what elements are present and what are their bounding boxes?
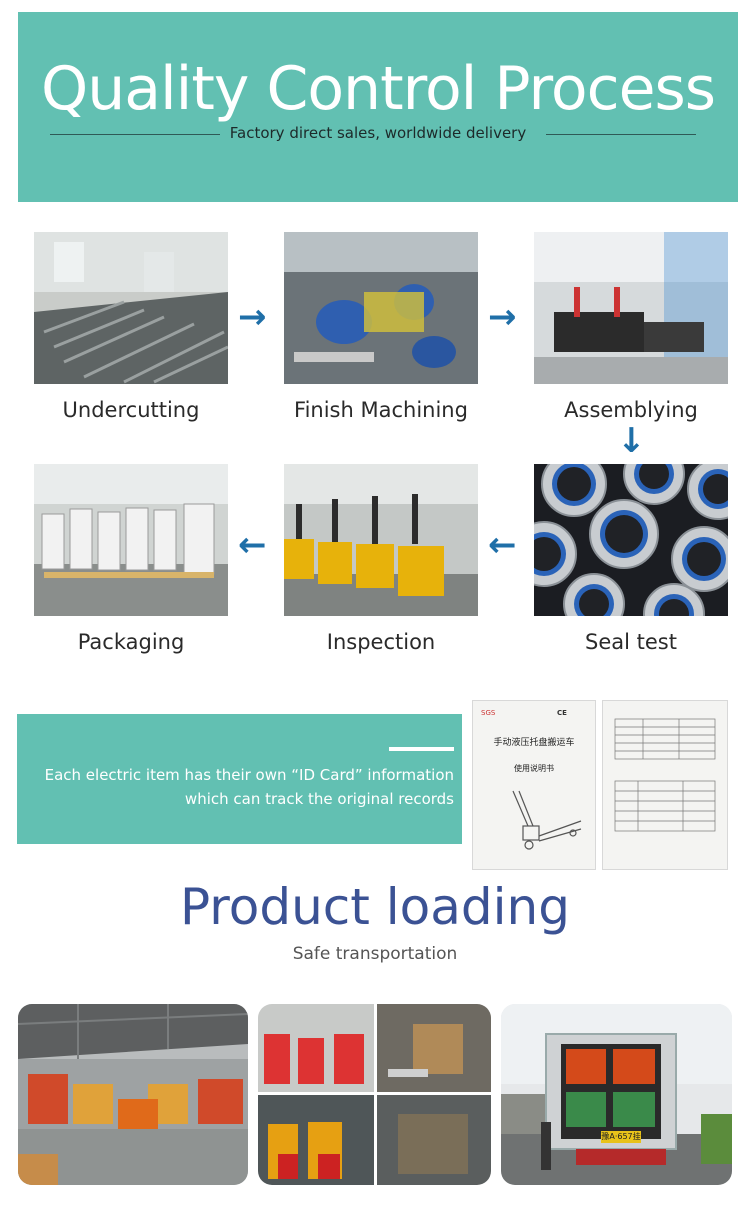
pallet-truck-drawing bbox=[512, 790, 582, 850]
truck-plate: 豫A·657挂 bbox=[601, 1132, 641, 1141]
arrow-down-icon: ↓ bbox=[617, 421, 646, 461]
step-label-assemblying: Assemblying bbox=[564, 398, 698, 422]
manual-cover-document: SGS CE 手动液压托盘搬运车 使用说明书 bbox=[472, 700, 596, 870]
warehouse-photo bbox=[18, 1004, 248, 1185]
manual-logo-ce: CE bbox=[557, 709, 567, 717]
finish-machining-photo bbox=[284, 232, 478, 384]
manual-subtitle: 使用说明书 bbox=[514, 764, 554, 773]
step-label-finish-machining: Finish Machining bbox=[294, 398, 468, 422]
inspection-photo bbox=[284, 464, 478, 616]
divider-right bbox=[546, 134, 696, 135]
manual-logo-sgs: SGS bbox=[481, 709, 496, 717]
page-subtitle: Factory direct sales, worldwide delivery bbox=[229, 124, 527, 142]
step-label-seal-test: Seal test bbox=[585, 630, 677, 654]
product-loading-subtitle: Safe transportation bbox=[292, 944, 458, 964]
manual-title: 手动液压托盘搬运车 bbox=[493, 738, 575, 748]
arrow-left-icon: ← bbox=[238, 525, 267, 565]
id-card-text-line2: which can track the original records bbox=[184, 790, 454, 808]
arrow-right-icon: → bbox=[488, 297, 517, 337]
arrow-left-icon: ← bbox=[488, 525, 517, 565]
container-truck-photo: 豫A·657挂 bbox=[501, 1004, 732, 1185]
seal-test-photo bbox=[534, 464, 728, 616]
page-title: Quality Control Process bbox=[40, 54, 716, 124]
step-label-undercutting: Undercutting bbox=[62, 398, 200, 422]
quality-control-banner: Quality Control Process Factory direct s… bbox=[18, 12, 738, 202]
manual-record-document bbox=[602, 700, 728, 870]
arrow-right-icon: → bbox=[238, 297, 267, 337]
id-card-text-line1: Each electric item has their own “ID Car… bbox=[44, 766, 454, 784]
divider-left bbox=[50, 134, 220, 135]
id-card-banner: Each electric item has their own “ID Car… bbox=[17, 714, 462, 844]
assemblying-photo bbox=[534, 232, 728, 384]
packaging-photo bbox=[34, 464, 228, 616]
undercutting-photo bbox=[34, 232, 228, 384]
product-loading-title: Product loading bbox=[180, 878, 570, 936]
step-label-inspection: Inspection bbox=[326, 630, 436, 654]
packed-goods-collage bbox=[258, 1004, 491, 1185]
accent-bar bbox=[389, 747, 454, 751]
step-label-packaging: Packaging bbox=[77, 630, 185, 654]
